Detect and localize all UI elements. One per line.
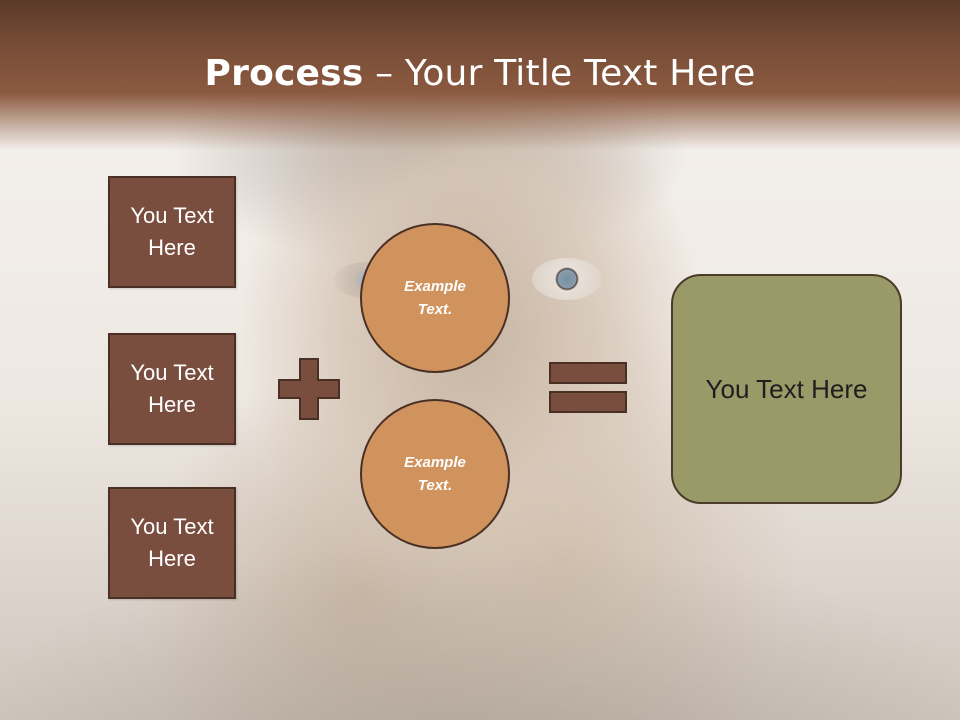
equals-icon-bottom-bar — [549, 391, 627, 413]
example-circle-1: Example Text. — [360, 223, 510, 373]
result-box-text: You Text Here — [705, 374, 868, 404]
input-box-2: You Text Here — [108, 333, 236, 445]
example-circle-2-text: Example Text. — [404, 454, 466, 494]
equals-icon-top-bar — [549, 362, 627, 384]
input-box-3-text: You Text Here — [130, 514, 214, 571]
example-circle-1-text: Example Text. — [404, 278, 466, 318]
background-eye-right — [532, 258, 602, 300]
example-circle-2: Example Text. — [360, 399, 510, 549]
result-box: You Text Here — [671, 274, 902, 504]
slide-title: Process – Your Title Text Here — [0, 52, 960, 96]
input-box-1: You Text Here — [108, 176, 236, 288]
input-box-2-text: You Text Here — [130, 360, 214, 417]
title-bold: Process — [204, 53, 364, 94]
input-box-1-text: You Text Here — [130, 203, 214, 260]
input-box-3: You Text Here — [108, 487, 236, 599]
plus-center — [299, 381, 319, 397]
title-band: Process – Your Title Text Here — [0, 0, 960, 150]
plus-icon — [278, 358, 340, 420]
title-rest: – Your Title Text Here — [363, 53, 756, 94]
